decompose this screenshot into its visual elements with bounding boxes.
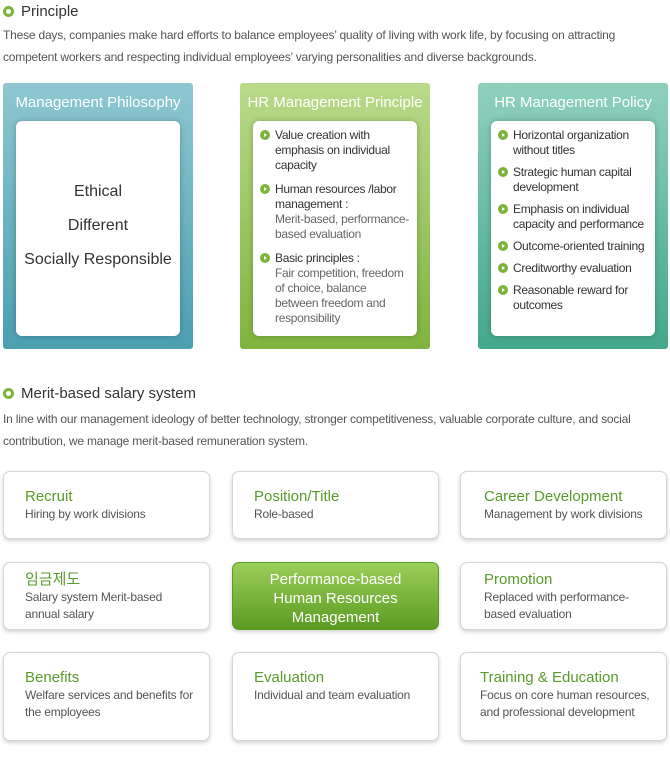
merit-text: In line with our management ideology of …: [3, 412, 631, 448]
policy-item: Emphasis on individual capacity and perf…: [513, 202, 644, 231]
benefits-card: Benefits Welfare services and benefits f…: [3, 652, 210, 741]
arrow-bullet-icon: [498, 285, 508, 295]
list-item: Reasonable reward for outcomes: [498, 283, 649, 313]
list-item: Creditworthy evaluation: [498, 261, 649, 276]
arrow-bullet-icon: [260, 184, 270, 194]
arrow-bullet-icon: [260, 130, 270, 140]
policy-item: Outcome-oriented training: [513, 239, 645, 253]
hr-principle-panel: HR Management Principle Value creation w…: [240, 83, 430, 349]
arrow-bullet-icon: [260, 253, 270, 263]
center-card: Performance-based Human Resources Manage…: [232, 562, 439, 630]
card-title: Position/Title: [254, 488, 340, 505]
hr-principle-box: Value creation with emphasis on individu…: [253, 121, 417, 336]
philosophy-item: Socially Responsible: [24, 251, 172, 268]
policy-item: Horizontal organization without titles: [513, 128, 629, 157]
arrow-bullet-icon: [498, 263, 508, 273]
hr-policy-title: HR Management Policy: [494, 94, 652, 111]
arrow-bullet-icon: [498, 241, 508, 251]
hr-principle-title: HR Management Principle: [247, 94, 423, 111]
management-philosophy-panel: Management Philosophy Ethical Different …: [3, 83, 193, 349]
hr-policy-box: Horizontal organization without titles S…: [491, 121, 655, 336]
recruit-card: Recruit Hiring by work divisions: [3, 471, 210, 539]
training-card: Training & Education Focus on core human…: [460, 652, 667, 741]
list-item: Value creation with emphasis on individu…: [260, 128, 411, 173]
card-title: 임금제도: [25, 571, 81, 588]
principle-item-main: Basic principles :: [275, 251, 360, 265]
principle-item-main: Value creation with emphasis on individu…: [275, 128, 390, 172]
salary-card: 임금제도 Salary system Merit-based annual sa…: [3, 562, 210, 630]
merit-header: Merit-based salary system: [3, 385, 196, 402]
list-item: Strategic human capital development: [498, 165, 649, 195]
career-card: Career Development Management by work di…: [460, 471, 667, 539]
promotion-card: Promotion Replaced with performance-base…: [460, 562, 667, 630]
list-item: Emphasis on individual capacity and perf…: [498, 202, 649, 232]
card-desc: Individual and team evaluation: [254, 688, 411, 702]
position-card: Position/Title Role-based: [232, 471, 439, 539]
management-philosophy-title: Management Philosophy: [15, 94, 181, 111]
philosophy-item: Different: [67, 217, 129, 234]
card-title: Promotion: [484, 571, 553, 588]
arrow-bullet-icon: [498, 167, 508, 177]
card-desc: Management by work divisions: [484, 507, 643, 521]
policy-item: Reasonable reward for outcomes: [513, 283, 629, 312]
principle-item-main: Human resources /labor management :: [275, 182, 397, 211]
policy-item: Strategic human capital development: [513, 165, 632, 194]
list-item: Horizontal organization without titles: [498, 128, 649, 158]
center-title-line1: Performance-based: [269, 571, 402, 588]
card-desc: Role-based: [254, 507, 314, 521]
principle-header: Principle: [3, 3, 79, 20]
arrow-bullet-icon: [498, 130, 508, 140]
merit-title: Merit-based salary system: [21, 385, 197, 402]
center-title-line3: Management: [291, 609, 380, 626]
principle-title: Principle: [21, 3, 79, 20]
card-desc: Welfare services and benefits for the em…: [25, 688, 193, 719]
card-desc: Hiring by work divisions: [25, 507, 146, 521]
card-desc: Salary system Merit-based annual salary: [25, 590, 163, 621]
card-title: Training & Education: [480, 669, 619, 686]
bullet-icon: [3, 388, 14, 399]
card-title: Recruit: [25, 488, 73, 505]
card-title: Career Development: [484, 488, 623, 505]
list-item: Basic principles :Fair competition, free…: [260, 251, 411, 326]
policy-item: Creditworthy evaluation: [513, 261, 632, 275]
arrow-bullet-icon: [498, 204, 508, 214]
card-desc: Replaced with performance-based evaluati…: [484, 590, 629, 621]
principle-item-sub: Fair competition, freedom of choice, bal…: [275, 266, 404, 325]
card-title: Benefits: [25, 669, 80, 686]
principle-text: These days, companies make hard efforts …: [3, 28, 616, 64]
hr-policy-panel: HR Management Policy Horizontal organiza…: [478, 83, 668, 349]
management-philosophy-box: Ethical Different Socially Responsible: [16, 121, 180, 336]
center-title-line2: Human Resources: [273, 590, 398, 607]
card-title: Evaluation: [254, 669, 325, 686]
philosophy-item: Ethical: [73, 183, 123, 200]
bullet-icon: [3, 6, 14, 17]
list-item: Outcome-oriented training: [498, 239, 649, 254]
principle-item-sub: Merit-based, performance-based evaluatio…: [275, 212, 409, 241]
evaluation-card: Evaluation Individual and team evaluatio…: [232, 652, 439, 741]
card-desc: Focus on core human resources, and profe…: [480, 688, 650, 719]
list-item: Human resources /labor management :Merit…: [260, 182, 411, 242]
